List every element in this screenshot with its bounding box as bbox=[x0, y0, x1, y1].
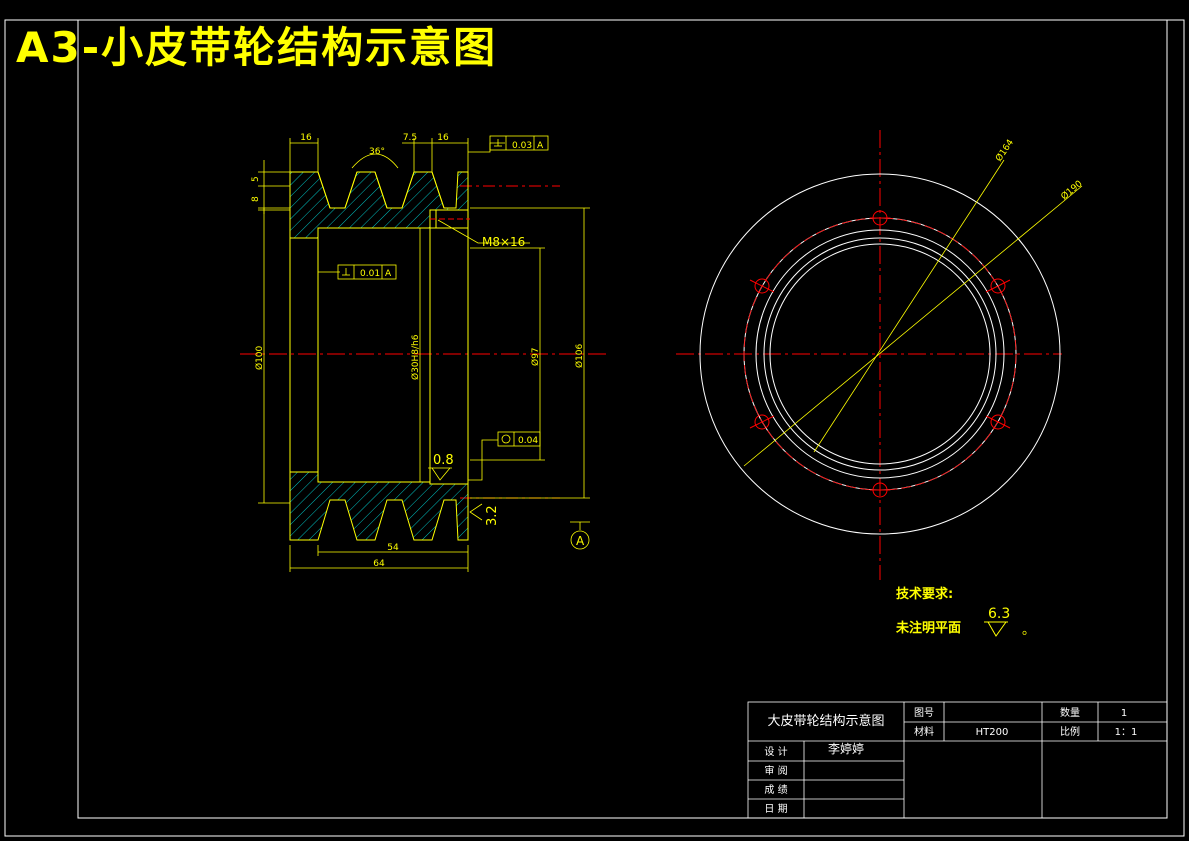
dim-left-5: 5 bbox=[251, 176, 261, 182]
datum-a-label: A bbox=[576, 534, 585, 548]
label-qty: 数量 bbox=[1060, 706, 1080, 719]
front-view: Ø164 Ø190 bbox=[676, 130, 1085, 580]
dim-dia-190: Ø190 bbox=[1059, 178, 1085, 202]
dim-thread: M8×16 bbox=[482, 235, 525, 249]
roughness-6-3: 6.3 bbox=[988, 606, 1010, 622]
page-title: A3-小皮带轮结构示意图 bbox=[16, 23, 498, 72]
notes-line1: 未注明平面 bbox=[895, 620, 961, 636]
qty-value: 1 bbox=[1121, 708, 1127, 719]
tol-mid-value: 0.01 bbox=[360, 269, 380, 279]
dim-top-right: 16 bbox=[437, 133, 449, 143]
notes-heading: 技术要求: bbox=[896, 586, 953, 602]
drawing-name: 大皮带轮结构示意图 bbox=[767, 713, 884, 729]
dim-groove-pitch: 7.5 bbox=[403, 133, 417, 143]
label-date: 日 期 bbox=[764, 803, 787, 815]
dim-groove-angle: 36° bbox=[369, 147, 385, 157]
dim-bottom-54: 54 bbox=[387, 543, 399, 553]
dim-top-left: 16 bbox=[300, 133, 312, 143]
tol-mid-datum: A bbox=[385, 269, 392, 279]
material-value: HT200 bbox=[976, 727, 1009, 738]
tol-top-datum: A bbox=[537, 141, 544, 151]
dim-dia-106: Ø106 bbox=[574, 343, 585, 368]
label-score: 成 绩 bbox=[764, 783, 787, 796]
title-block bbox=[747, 701, 1168, 819]
title-block-text: 大皮带轮结构示意图 图号 材料 HT200 数量 1 比例 1：1 设 计 李婷… bbox=[764, 706, 1137, 815]
inner-border bbox=[77, 19, 1168, 819]
technical-notes: 技术要求: 未注明平面 6.3 。 bbox=[895, 586, 1035, 638]
label-material: 材料 bbox=[914, 725, 934, 738]
dim-left-8: 8 bbox=[251, 196, 261, 202]
tol-top-value: 0.03 bbox=[512, 141, 532, 151]
designer-name: 李婷婷 bbox=[828, 741, 864, 756]
roughness-0-8: 0.8 bbox=[433, 453, 454, 468]
section-view: 16 36° 7.5 16 0.03 A 5 8 M8×16 0.01 A Ø1… bbox=[240, 133, 610, 572]
tol-circ-value: 0.04 bbox=[518, 436, 538, 446]
label-drawing-no: 图号 bbox=[914, 707, 934, 719]
label-scale: 比例 bbox=[1060, 725, 1080, 738]
scale-value: 1：1 bbox=[1115, 727, 1138, 738]
dim-bore: Ø30H8/h6 bbox=[410, 334, 421, 380]
label-design: 设 计 bbox=[764, 745, 787, 758]
label-review: 审 阅 bbox=[764, 764, 787, 777]
dim-dia-97: Ø97 bbox=[530, 347, 541, 366]
roughness-3-2: 3.2 bbox=[485, 505, 500, 526]
dim-dia-164: Ø164 bbox=[993, 137, 1016, 163]
dim-dia-100: Ø100 bbox=[254, 345, 265, 370]
dim-bottom-64: 64 bbox=[373, 559, 385, 569]
notes-line1-end: 。 bbox=[1022, 623, 1035, 638]
